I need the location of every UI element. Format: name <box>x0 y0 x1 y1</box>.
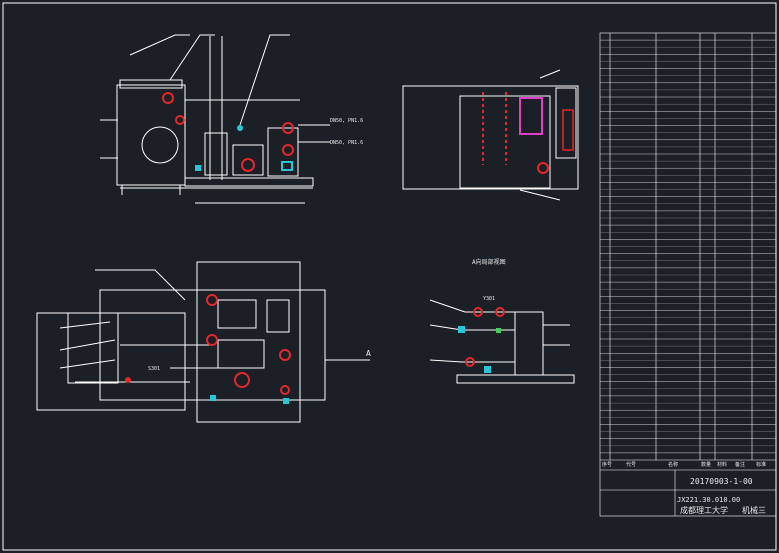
major-name: 机械三 <box>742 505 766 515</box>
bottom-leader <box>519 189 561 201</box>
plan-pump-2 <box>217 339 265 369</box>
leader-5 <box>239 34 290 126</box>
pump-housing-1 <box>204 132 228 176</box>
leader-plan-4 <box>59 359 116 369</box>
valve-plan-3 <box>234 372 250 388</box>
bom-header-name: 名称 <box>668 461 678 468</box>
tank-body <box>116 84 186 186</box>
a-valve-red-3 <box>465 357 475 367</box>
valve-red-3 <box>282 122 294 134</box>
a-fitting-green <box>496 328 501 333</box>
a-fitting-cyan-1 <box>458 326 465 333</box>
a-valve-red-1 <box>473 307 483 317</box>
bom-header-no: 序号 <box>602 461 612 468</box>
leader-plan-1 <box>95 269 186 301</box>
tank-inner <box>459 95 551 189</box>
components-top-right <box>482 92 574 174</box>
bom-header-code: 代号 <box>626 461 636 468</box>
a-leader-3 <box>429 359 463 363</box>
pipe-label-y301-plan: S301 <box>148 366 160 372</box>
a-leader-1 <box>429 299 466 313</box>
a-leader-2 <box>429 324 463 331</box>
plan-panel <box>266 299 290 333</box>
valve-red-tr <box>537 162 549 174</box>
fitting-plan-cyan-1 <box>210 395 216 401</box>
tank-outline-large <box>402 85 579 190</box>
fitting-plan-cyan-2 <box>283 398 289 404</box>
valve-plan-2 <box>206 334 218 346</box>
pipe-label-y301: Y301 <box>483 296 495 302</box>
heater-magenta <box>519 97 543 135</box>
school-name: 成都理工大学 <box>680 505 728 515</box>
drawing-code: JX221.30.010.00 <box>677 496 740 504</box>
components-view-a <box>458 307 505 373</box>
bom-rows <box>600 39 776 454</box>
bom-header-material: 材料 <box>717 461 727 468</box>
pump-housing-2 <box>232 144 264 176</box>
pipe-label-1: DN50, PN1.6 <box>330 118 363 124</box>
valve-red-2 <box>175 115 185 125</box>
valve-plan-5 <box>280 385 290 395</box>
gauge-cyan <box>237 125 243 131</box>
leader-1 <box>129 34 190 56</box>
section-label: A向局部视图 <box>472 258 506 266</box>
bom-header-standard: 标准 <box>756 461 766 468</box>
view-top-left-elevation <box>100 34 330 204</box>
components-bottom-left <box>125 294 291 404</box>
fitting-plan-red-small <box>125 377 131 383</box>
bom-header-qty: 数量 <box>701 461 711 468</box>
bom-header-row: 序号 代号 名称 数量 材料 备注 标准 <box>602 461 766 468</box>
bom-header-remark: 备注 <box>735 461 745 468</box>
view-arrow-label: A <box>366 349 371 358</box>
tank-manhole <box>141 126 179 164</box>
components-top-left <box>162 92 294 172</box>
plan-skid <box>196 261 301 423</box>
tank-top-ribs <box>119 79 183 89</box>
leader-plan-3 <box>59 339 116 351</box>
side-panel <box>555 87 577 159</box>
leader-plan-2 <box>59 321 111 329</box>
plan-pump-1 <box>217 299 257 329</box>
valve-red-1 <box>162 92 174 104</box>
view-bottom-left-plan <box>36 261 370 423</box>
base-frame <box>184 177 314 187</box>
fitting-cyan-1 <box>281 161 293 171</box>
a-heat-exchanger <box>514 311 544 376</box>
view-a-partial <box>429 299 575 384</box>
fitting-cyan-2 <box>195 165 201 171</box>
panel-red <box>562 109 574 151</box>
valve-plan-4 <box>279 349 291 361</box>
bom-outline <box>599 32 777 517</box>
valve-red-5 <box>241 158 255 172</box>
view-top-right-side <box>402 69 579 201</box>
a-fitting-cyan-2 <box>484 366 491 373</box>
leader-2 <box>169 34 215 81</box>
side-leader <box>539 69 561 79</box>
pipe-label-2: DN50, PN1.6 <box>330 140 363 146</box>
plan-tank-inner <box>67 312 119 384</box>
valve-plan-1 <box>206 294 218 306</box>
a-valve-red-2 <box>495 307 505 317</box>
drawing-number: 20170903-1-00 <box>690 477 753 486</box>
valve-red-4 <box>282 144 294 156</box>
title-block: 20170903-1-00 JX221.30.010.00 成都理工大学 机械三 <box>677 477 766 515</box>
